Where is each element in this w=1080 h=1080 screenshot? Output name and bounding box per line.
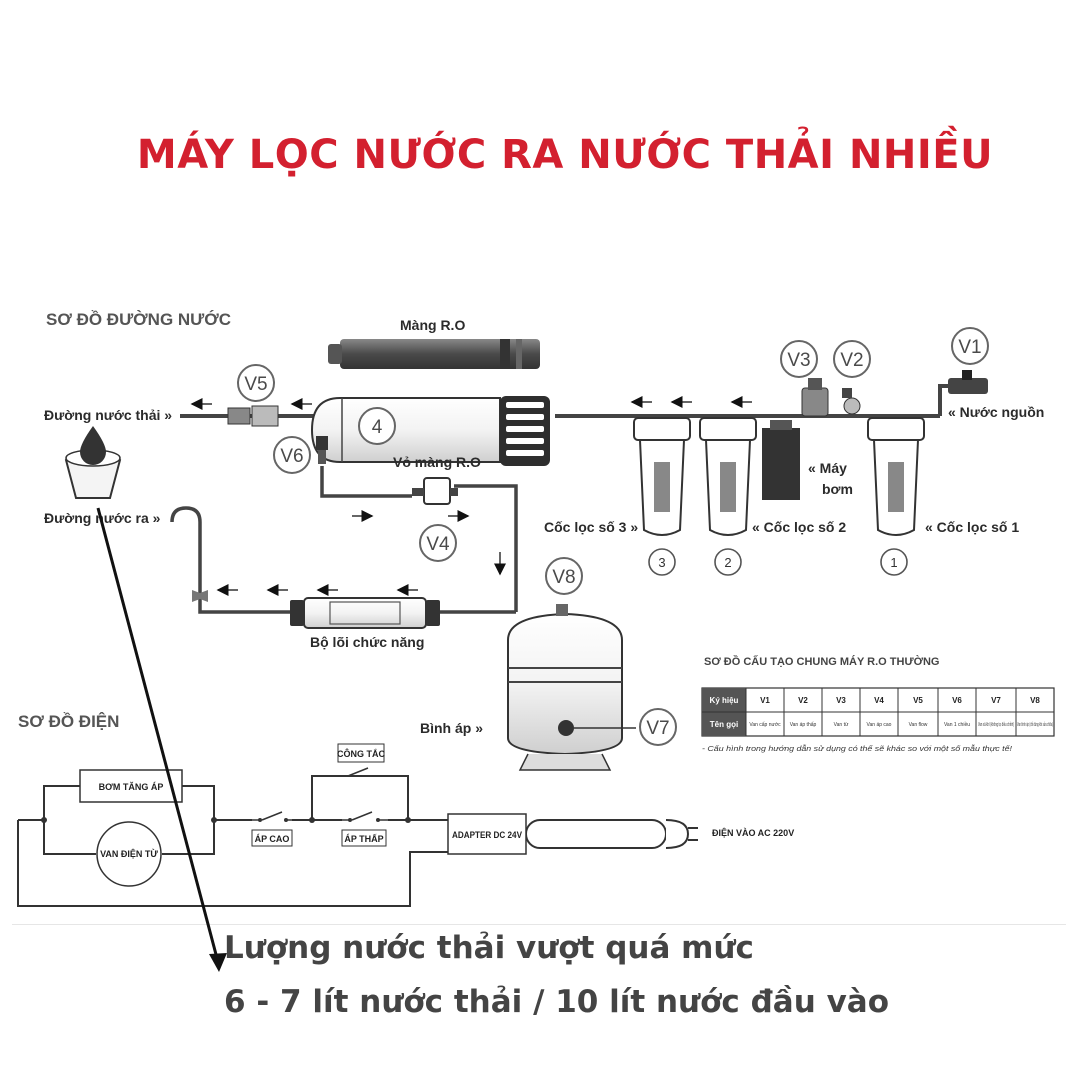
electric-diagram-heading: SƠ ĐỒ ĐIỆN: [18, 712, 119, 731]
svg-text:ÁP THẤP: ÁP THẤP: [344, 834, 383, 844]
ro-membrane: [328, 339, 540, 369]
main-switch: CÔNG TẮC: [337, 743, 385, 777]
cup2-label: « Cốc lọc số 2: [752, 519, 846, 535]
v4-valve: [412, 477, 458, 505]
svg-text:Tên gọi: Tên gọi: [710, 720, 738, 729]
svg-text:V1: V1: [958, 337, 981, 358]
svg-text:Van 1 chiều: Van 1 chiều: [944, 722, 970, 728]
cup-number-3: 3: [648, 548, 676, 576]
source-label: « Nước nguồn: [948, 404, 1044, 420]
structure-table-note: - Cấu hình trong hướng dẫn sử dụng có th…: [702, 744, 1012, 753]
adapter-box: ADAPTER DC 24V: [447, 813, 527, 855]
ro-housing-label: Vỏ màng R.O: [393, 454, 481, 470]
pump-label-2: bơm: [822, 481, 853, 497]
valve-marker-v4: V4: [419, 524, 457, 562]
low-pressure-switch: ÁP THẤP: [341, 811, 388, 847]
booster-pump: [762, 420, 800, 500]
svg-text:V4: V4: [874, 696, 884, 705]
svg-text:Van từ: Van từ: [834, 722, 849, 728]
caption-line-1: Lượng nước thải vượt quá mức: [224, 930, 754, 966]
cup-number-1: 1: [880, 548, 908, 576]
svg-text:V7: V7: [991, 696, 1001, 705]
svg-text:VAN ĐIỆN TỪ: VAN ĐIỆN TỪ: [100, 848, 158, 859]
valve-marker-v6: V6: [273, 436, 311, 474]
svg-text:2: 2: [724, 555, 731, 570]
v2-low-pressure-valve: [842, 388, 861, 415]
v1-inlet-valve: [948, 370, 988, 394]
structure-table-heading: SƠ ĐỒ CẤU TẠO CHUNG MÁY R.O THƯỜNG: [704, 655, 939, 668]
page-title: MÁY LỌC NƯỚC RA NƯỚC THẢI NHIỀU: [136, 132, 994, 178]
svg-text:V3: V3: [836, 696, 846, 705]
svg-text:Van xả khí (không tự điều chỉn: Van xả khí (không tự điều chỉnh): [978, 721, 1014, 728]
svg-text:V8: V8: [1030, 696, 1040, 705]
filter-cup-1: [867, 417, 925, 536]
svg-text:Van cấp nước: Van cấp nước: [749, 722, 781, 728]
housing-number-marker: 4: [358, 407, 396, 445]
svg-text:Van áp thấp: Van áp thấp: [790, 722, 817, 728]
svg-text:Ký hiệu: Ký hiệu: [710, 696, 739, 705]
cup-number-2: 2: [714, 548, 742, 576]
valve-marker-v1: V1: [951, 327, 989, 365]
svg-text:BƠM TĂNG ÁP: BƠM TĂNG ÁP: [99, 782, 164, 792]
svg-text:V2: V2: [840, 350, 863, 371]
high-pressure-switch: ÁP CAO: [251, 811, 293, 847]
valve-marker-v3: V3: [780, 340, 818, 378]
v3-solenoid-valve: [801, 378, 829, 417]
booster-pump-box: BƠM TĂNG ÁP: [79, 769, 183, 803]
power-cable: [525, 819, 698, 849]
pump-label-1: « Máy: [808, 460, 847, 476]
svg-text:CÔNG TẮC: CÔNG TẮC: [337, 748, 385, 759]
v5-flow-valve: [227, 405, 279, 427]
panel-divider: [12, 924, 1066, 925]
cup3-label: Cốc lọc số 3 »: [544, 519, 638, 535]
waste-line-label: Đường nước thải »: [44, 407, 172, 423]
function-cores-label: Bộ lõi chức năng: [310, 634, 424, 650]
valve-marker-v7: V7: [639, 708, 677, 746]
svg-text:V2: V2: [798, 696, 808, 705]
valve-marker-v8: V8: [545, 557, 583, 595]
ro-membrane-label: Màng R.O: [400, 317, 465, 333]
function-cores: [290, 597, 440, 629]
svg-text:ÁP CAO: ÁP CAO: [255, 834, 290, 844]
svg-text:V3: V3: [787, 350, 810, 371]
structure-table: Ký hiệu Tên gọi V1 V2 V3 V4 V5 V6 V7 V8 …: [701, 687, 1055, 737]
electric-nodes: [41, 817, 411, 823]
solenoid-valve-symbol: VAN ĐIỆN TỪ: [96, 821, 162, 887]
svg-text:ADAPTER DC 24V: ADAPTER DC 24V: [452, 830, 522, 840]
svg-text:Van flow: Van flow: [909, 722, 928, 728]
pressure-tank: [507, 604, 623, 771]
water-diagram-heading: SƠ ĐỒ ĐƯỜNG NƯỚC: [46, 310, 231, 329]
filter-cup-2: [699, 417, 757, 536]
valve-marker-v2: V2: [833, 340, 871, 378]
svg-text:Van bình áp (chỉ dùng khi sửa: Van bình áp (chỉ dùng khi sửa chữa): [1017, 721, 1053, 728]
output-line-label: Đường nước ra »: [44, 510, 161, 526]
svg-text:V5: V5: [913, 696, 923, 705]
svg-text:V4: V4: [426, 534, 450, 555]
housing-number: 4: [372, 417, 383, 438]
svg-text:V5: V5: [244, 374, 267, 395]
svg-text:V6: V6: [280, 446, 303, 467]
svg-text:3: 3: [658, 555, 665, 570]
svg-text:1: 1: [890, 555, 897, 570]
tank-label: Bình áp »: [420, 720, 483, 736]
svg-text:V1: V1: [760, 696, 770, 705]
svg-text:V8: V8: [552, 567, 575, 588]
svg-text:Van áp cao: Van áp cao: [867, 722, 892, 728]
ro-housing: [310, 396, 550, 466]
filter-cup-3: [633, 417, 691, 536]
valve-marker-v5: V5: [237, 364, 275, 402]
callout-arrow: [96, 507, 227, 972]
cup1-label: « Cốc lọc số 1: [925, 519, 1019, 535]
caption-line-2: 6 - 7 lít nước thải / 10 lít nước đầu và…: [224, 984, 889, 1020]
svg-text:V7: V7: [646, 718, 669, 739]
drain-cup-icon: [64, 426, 122, 499]
output-pipe: [170, 466, 518, 614]
svg-text:V6: V6: [952, 696, 962, 705]
output-faucet-icon: [192, 590, 208, 602]
power-in-label: ĐIỆN VÀO AC 220V: [712, 827, 794, 838]
